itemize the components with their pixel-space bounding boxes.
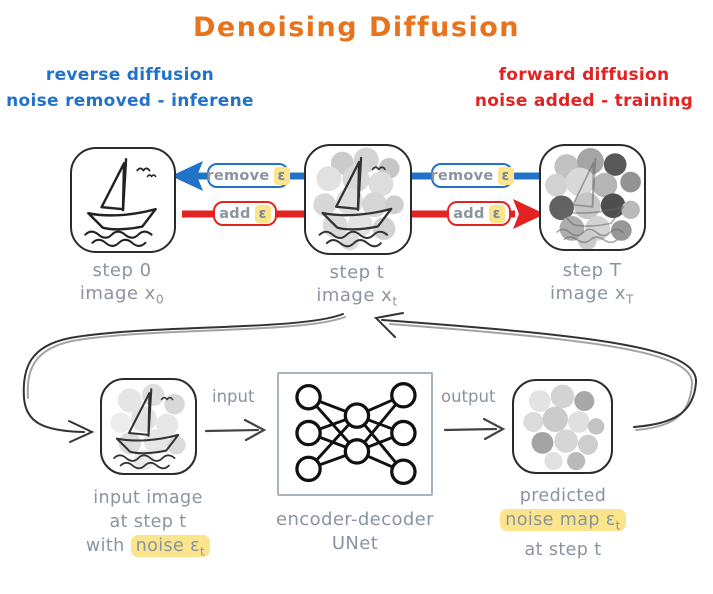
noise-circles — [523, 384, 605, 471]
input-image-caption: input image at step t with noise εt — [60, 486, 236, 564]
sailboat-icon — [84, 157, 157, 247]
predicted-noise-caption: predicted noise map εt at step t — [478, 484, 648, 562]
add-epsilon-pill: add ε — [447, 201, 511, 226]
remove-epsilon-pill: remove ε — [206, 163, 290, 188]
input-image-box — [100, 378, 197, 475]
input-arrow-icon — [204, 418, 267, 442]
stepT-line2: image x — [550, 283, 626, 304]
unet-box — [277, 372, 433, 496]
unet-caption: encoder-decoder UNet — [265, 508, 445, 556]
stept-image-box — [304, 144, 412, 255]
unet-caption-line1: encoder-decoder — [276, 509, 434, 530]
epsilon-chip: ε — [273, 166, 290, 185]
add-label: add — [219, 205, 251, 222]
noisy-sailboat-icon — [110, 383, 186, 471]
input-caption-line1: input image — [93, 488, 203, 508]
noise-map-icon — [523, 384, 605, 471]
step0-label: step 0 image x0 — [52, 259, 192, 312]
reverse-legend-line1: reverse diffusion — [45, 65, 215, 85]
input-arrow-label: input — [212, 387, 255, 406]
noise-circles — [545, 148, 641, 249]
stepT-line1: step T — [562, 260, 622, 281]
stept-sub: t — [392, 294, 398, 309]
pred-caption-line1: predicted — [519, 486, 607, 506]
reverse-diffusion-legend: reverse diffusion noise removed - infere… — [2, 62, 258, 114]
page-title: Denoising Diffusion — [192, 12, 520, 43]
remove-epsilon-pill: remove ε — [430, 163, 514, 188]
unet-caption-line2: UNet — [331, 533, 379, 554]
noise-map-highlight: noise map εt — [500, 509, 626, 533]
stept-line2: image x — [316, 285, 393, 306]
noise-highlight: noise εt — [130, 535, 211, 559]
pure-noise-icon — [545, 148, 641, 249]
step0-sub: 0 — [155, 292, 165, 307]
forward-diffusion-legend: forward diffusion noise added - training — [458, 62, 710, 114]
pred-caption-line3: at step t — [524, 539, 602, 560]
stepT-image-box — [539, 144, 646, 251]
stepT-label: step T image xT — [522, 259, 662, 312]
stept-line1: step t — [329, 262, 385, 283]
swoosh-left-icon — [22, 313, 346, 443]
epsilon-chip: ε — [488, 204, 505, 223]
swoosh-right-icon — [373, 312, 698, 431]
faint-sailboat-icon — [555, 158, 625, 244]
forward-legend-line2: noise added - training — [474, 91, 694, 111]
step0-image-box — [70, 147, 176, 253]
noisy-sailboat-icon — [313, 147, 404, 251]
stepT-sub: T — [625, 292, 634, 307]
forward-legend-line1: forward diffusion — [498, 65, 670, 85]
epsilon-chip: ε — [254, 204, 271, 223]
neural-network-icon — [295, 382, 417, 485]
input-caption-prefix: with — [85, 536, 131, 556]
add-epsilon-pill: add ε — [213, 201, 277, 226]
output-arrow-label: output — [441, 387, 496, 406]
epsilon-chip: ε — [497, 166, 514, 185]
reverse-legend-line2: noise removed - inferene — [6, 91, 254, 111]
step0-line2: image x — [79, 283, 156, 304]
predicted-noise-box — [512, 379, 613, 474]
input-caption-line2: at step t — [109, 512, 187, 532]
remove-label: remove — [430, 167, 494, 184]
remove-label: remove — [206, 167, 270, 184]
noise-circles — [110, 383, 186, 471]
stept-label: step t image xt — [287, 261, 427, 314]
reverse-arrowhead-icon — [171, 161, 203, 191]
step0-line1: step 0 — [92, 260, 152, 281]
output-arrow-icon — [443, 417, 506, 441]
forward-arrowhead-icon — [513, 199, 545, 229]
add-label: add — [453, 205, 485, 222]
